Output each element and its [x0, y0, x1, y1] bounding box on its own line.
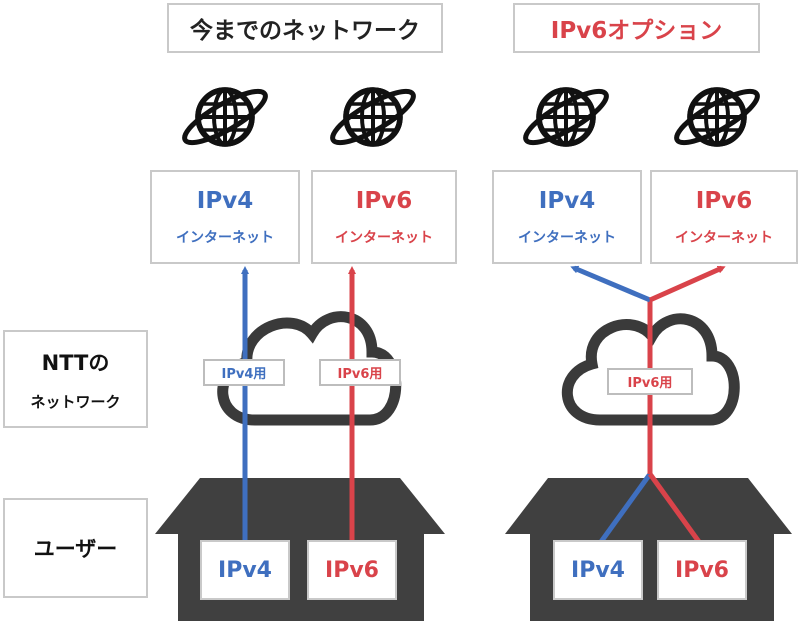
ntt-network-label: NTTの ネットワーク: [3, 330, 148, 428]
ipv4-tunnel-line: [595, 472, 653, 548]
internet-label: インターネット: [176, 230, 274, 246]
ipv6-internet-box: IPv6 インターネット: [650, 170, 798, 264]
ipv6-device-line: [647, 472, 705, 548]
ntt-line1: NTTの: [41, 350, 110, 375]
ipv4-tag: IPv4用: [203, 359, 285, 386]
house-icon: [155, 478, 445, 621]
ipv6-branch-arrow: [648, 265, 726, 303]
globe-icon: [327, 83, 420, 152]
ipv4-branch-arrow: [570, 265, 651, 303]
ipv4-label: IPv4: [196, 188, 254, 214]
ntt-line2: ネットワーク: [30, 392, 121, 411]
internet-label: インターネット: [675, 230, 773, 246]
globe-icon: [520, 83, 613, 152]
ipv6-tag: IPv6用: [607, 368, 693, 395]
ipv6-internet-box: IPv6 インターネット: [311, 170, 457, 264]
ipv6-device: IPv6: [657, 540, 747, 600]
ipv4-internet-box: IPv4 インターネット: [492, 170, 642, 264]
ipv4-device: IPv4: [200, 540, 290, 600]
ipv4-internet-box: IPv4 インターネット: [150, 170, 300, 264]
house-icon: [505, 478, 792, 621]
ipv4-device: IPv4: [553, 540, 643, 600]
globe-icon: [179, 83, 272, 152]
internet-label: インターネット: [335, 230, 433, 246]
user-label: ユーザー: [3, 498, 148, 598]
globe-icon: [671, 83, 764, 152]
ipv4-label: IPv4: [538, 188, 596, 214]
user-text: ユーザー: [33, 537, 118, 561]
legacy-title: 今までのネットワーク: [167, 3, 443, 53]
ipv6-device: IPv6: [307, 540, 397, 600]
ipv6-label: IPv6: [695, 188, 753, 214]
option-title: IPv6オプション: [513, 3, 760, 53]
internet-label: インターネット: [518, 230, 616, 246]
ipv6-label: IPv6: [355, 188, 413, 214]
ipv6-tag: IPv6用: [319, 359, 401, 386]
